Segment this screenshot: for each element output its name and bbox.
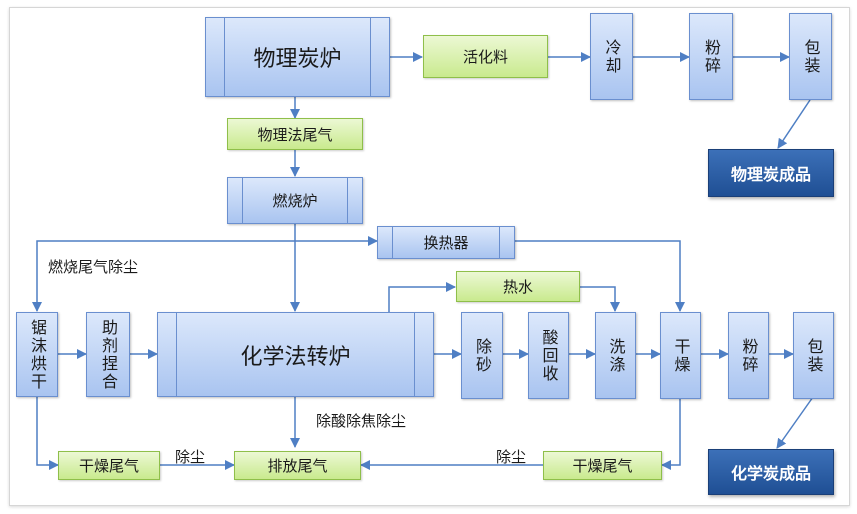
arrow-exchanger-to-drying [515,240,685,312]
chemical-furnace-label: 化学法转炉 [240,344,351,370]
physical-furnace-label: 物理炭炉 [253,47,342,72]
additive-mixing-label: 助剂捏合 [99,318,118,391]
deacid-detar-dedust-label: 除酸除焦除尘 [316,412,407,430]
physical-furnace-node: 物理炭炉 [205,17,390,97]
activated-material-node: 活化料 [423,35,548,78]
crushing-bottom-label: 粉碎 [739,337,759,374]
drying-label: 干燥 [671,337,691,374]
arrow-packing-to-chemical-product [776,396,814,449]
dry-tail-gas-left-node: 干燥尾气 [58,451,160,480]
acid-recovery-node: 酸回收 [528,312,569,399]
combustion-gas-dedust-label: 燃烧尾气除尘 [48,258,139,276]
dedust-left-label: 除尘 [175,448,206,466]
combustion-furnace-node: 燃烧炉 [227,177,363,224]
exhaust-gas-node: 排放尾气 [234,451,361,480]
saw-dust-drying-node: 锯沫烘干 [16,312,58,397]
crushing-top-node: 粉碎 [689,13,733,100]
hot-water-label: 热水 [502,278,533,296]
heat-exchanger-node: 换热器 [377,226,515,259]
cooling-label: 冷却 [602,38,622,75]
packing-bottom-node: 包装 [793,312,834,399]
physical-tail-gas-label: 物理法尾气 [257,125,333,144]
crushing-bottom-node: 粉碎 [728,312,769,399]
cooling-node: 冷却 [590,13,633,100]
packing-top-label: 包装 [801,38,821,75]
physical-tail-gas-node: 物理法尾气 [227,118,363,150]
arrow-sawdust-to-drygas [36,397,59,470]
dedust-right-label: 除尘 [496,448,527,466]
dry-tail-gas-left-label: 干燥尾气 [78,457,139,475]
desanding-node: 除砂 [461,312,503,399]
arrow-packing-to-product [777,99,811,149]
washing-label: 洗涤 [606,337,626,374]
acid-recovery-label: 酸回收 [539,328,559,383]
arrow-chemical-to-hotwater [388,282,456,313]
exhaust-gas-label: 排放尾气 [267,457,328,475]
chemical-product-label: 化学炭成品 [730,464,811,483]
physical-product-label: 物理炭成品 [730,165,811,184]
drying-node: 干燥 [660,312,701,399]
washing-node: 洗涤 [595,312,636,399]
packing-bottom-label: 包装 [804,337,824,374]
combustion-furnace-label: 燃烧炉 [272,192,318,210]
saw-dust-drying-label: 锯沫烘干 [28,318,47,391]
chemical-product-node: 化学炭成品 [708,449,834,495]
packing-top-node: 包装 [789,13,832,100]
chemical-furnace-node: 化学法转炉 [157,312,434,397]
physical-product-node: 物理炭成品 [708,149,834,197]
heat-exchanger-label: 换热器 [423,234,469,252]
arrow-combustion-to-sawdust [32,240,295,312]
crushing-top-label: 粉碎 [702,38,721,75]
dry-tail-gas-right-label: 干燥尾气 [572,457,633,475]
desanding-label: 除砂 [473,337,492,374]
dry-tail-gas-right-node: 干燥尾气 [543,451,662,480]
activated-material-label: 活化料 [462,48,508,66]
hot-water-node: 热水 [456,271,580,302]
additive-mixing-node: 助剂捏合 [86,312,130,397]
arrow-hotwater-to-washing [580,286,620,312]
arrow-drying-to-drygas-right [661,397,681,470]
